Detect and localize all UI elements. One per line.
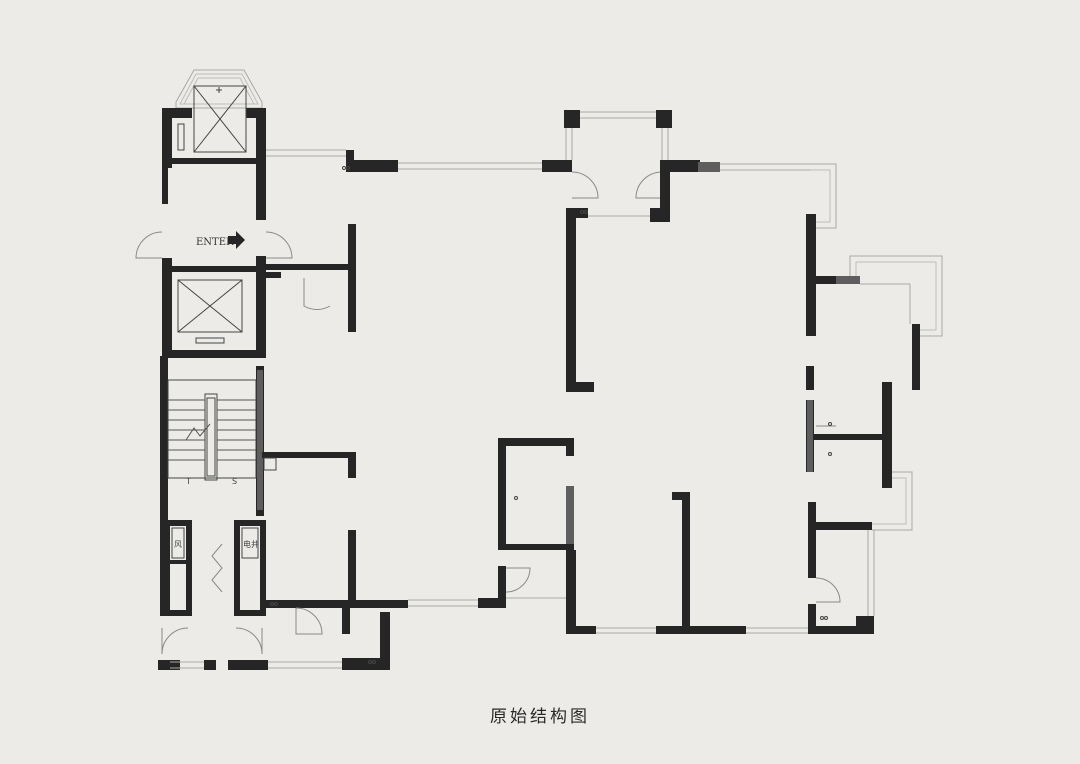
- center-bottom-walls: [498, 438, 808, 634]
- interior-walls: [262, 149, 572, 600]
- enter-label: ENTER: [196, 237, 234, 248]
- shaft-label-left: 风: [174, 540, 182, 549]
- plan-caption: 原始结构图: [490, 707, 590, 727]
- elevator-top: [177, 85, 247, 153]
- bottom-left-walls: [158, 566, 531, 670]
- utility-shafts: 风 电井: [160, 520, 266, 616]
- core-walls: [160, 108, 281, 520]
- center-entry: [564, 110, 672, 222]
- right-walls: [566, 160, 943, 634]
- fixture-markers: [270, 166, 832, 664]
- door-swing-icon: [135, 231, 331, 310]
- enter-arrow-icon: [228, 231, 245, 249]
- elevator-icon: [177, 279, 243, 344]
- shaft-label-right: 电井: [243, 539, 259, 549]
- stair-label-t: T: [185, 477, 191, 486]
- stair-label-s: S: [232, 477, 237, 486]
- staircase-icon: T S: [167, 379, 257, 486]
